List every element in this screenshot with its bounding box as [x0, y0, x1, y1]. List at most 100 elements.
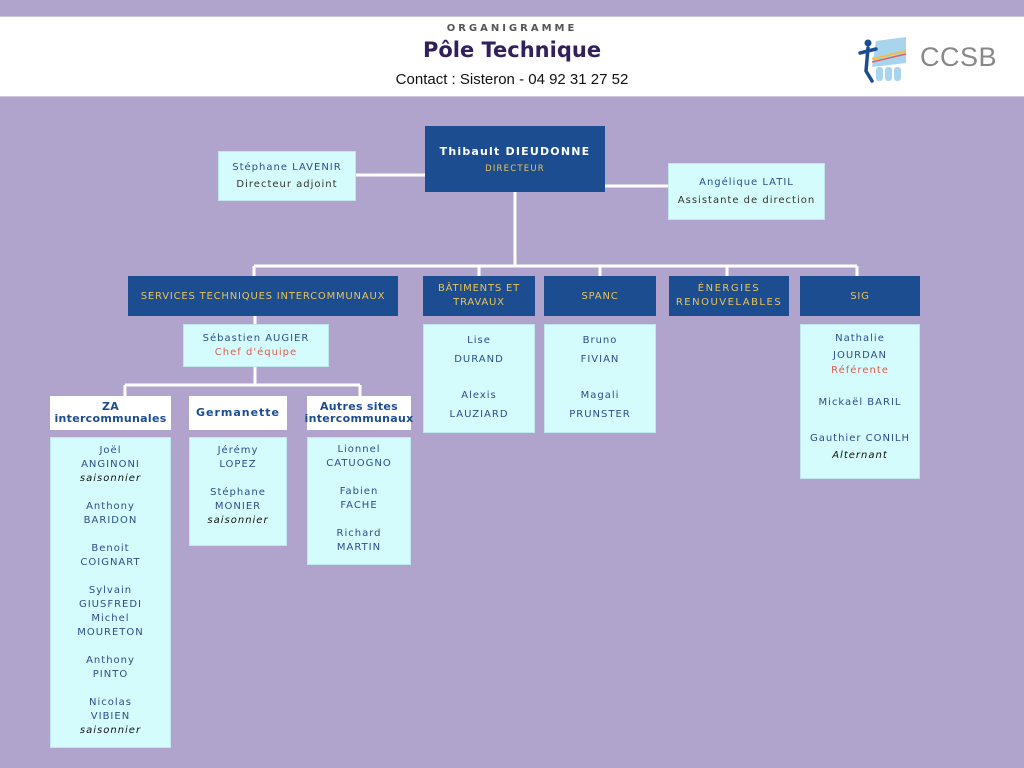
director-name: Thibault DIEUDONNE: [439, 144, 591, 158]
assistant-box: Angélique LATIL Assistante de direction: [668, 163, 825, 220]
staff-member: Alexis LAUZIARD: [449, 386, 508, 424]
staff-first-name: Nathalie: [835, 333, 885, 344]
site-za-intercommunales: ZA intercommunales: [50, 396, 171, 430]
dept-sig: SIG: [800, 276, 920, 316]
director-box: Thibault DIEUDONNE DIRECTEUR: [425, 126, 605, 192]
logo-text: CCSB: [920, 42, 998, 72]
staff-note: saisonnier: [207, 515, 269, 526]
staff-last-name: LAUZIARD: [449, 409, 509, 420]
team-lead-role: Chef d'équipe: [214, 346, 298, 358]
staff-first-name: Joël: [99, 445, 122, 456]
staff-germanette-card: Jérémy LOPEZ Stéphane MONIER saisonnier: [189, 437, 287, 546]
deputy-box: Stéphane LAVENIR Directeur adjoint: [218, 151, 356, 201]
staff-note: Alternant: [832, 450, 888, 461]
dept-label-line: ÉNERGIES: [697, 283, 761, 294]
staff-last-name: FACHE: [340, 500, 378, 511]
assistant-role: Assistante de direction: [677, 194, 816, 206]
assistant-name: Angélique LATIL: [699, 176, 794, 188]
staff-member: Sylvain GIUSFREDI: [79, 584, 142, 612]
dept-label: SIG: [850, 290, 870, 302]
staff-first-name: Magali: [580, 390, 620, 401]
page-title: Pôle Technique: [422, 38, 602, 62]
staff-first-name: Lionnel: [337, 444, 381, 455]
deputy-role: Directeur adjoint: [236, 179, 338, 190]
staff-name: Gauthier CONILH: [809, 433, 911, 444]
site-label-line: intercommunales: [54, 412, 167, 425]
staff-first-name: Anthony: [86, 501, 135, 512]
staff-first-name: Nicolas: [88, 697, 132, 708]
staff-last-name: FIVIAN: [580, 354, 620, 365]
dept-spanc: SPANC: [544, 276, 656, 316]
site-germanette: Germanette: [189, 396, 287, 430]
deputy-name: Stéphane LAVENIR: [232, 162, 342, 173]
dept-label-line: RENOUVELABLES: [675, 297, 783, 308]
staff-autres-card: Lionnel CATUOGNO Fabien FACHE Richard MA…: [307, 437, 411, 565]
page-header: ORGANIGRAMME Pôle Technique Contact : Si…: [0, 16, 1024, 97]
staff-member: Magali PRUNSTER: [569, 386, 631, 424]
staff-first-name: Jérémy: [217, 445, 259, 456]
dept-label-line: TRAVAUX: [453, 297, 505, 308]
staff-first-name: Benoit: [91, 543, 130, 554]
staff-member: Anthony PINTO: [86, 654, 135, 682]
staff-member: Lise DURAND: [454, 331, 504, 369]
site-label: Germanette: [195, 406, 281, 419]
staff-name: Mickaël BARIL: [818, 397, 902, 408]
staff-member: Joël ANGINONI saisonnier: [80, 444, 141, 486]
director-role: DIRECTEUR: [485, 163, 545, 174]
staff-role: Référente: [831, 365, 889, 376]
staff-first-name: Fabien: [339, 486, 379, 497]
staff-member: Gauthier CONILH Alternant: [810, 430, 910, 464]
staff-last-name: COIGNART: [80, 557, 141, 568]
staff-first-name: Lise: [467, 335, 491, 346]
staff-first-name: Alexis: [461, 390, 497, 401]
staff-first-name: Sylvain: [88, 585, 133, 596]
staff-last-name: PRUNSTER: [569, 409, 631, 420]
contact-line: Contact : Sisteron - 04 92 31 27 52: [395, 71, 629, 88]
team-lead-name: Sébastien AUGIER: [202, 332, 310, 344]
dept-label: SERVICES TECHNIQUES INTERCOMMUNAUX: [140, 290, 386, 302]
staff-last-name: MOURETON: [77, 627, 144, 638]
staff-member: Nicolas VIBIEN saisonnier: [80, 696, 141, 738]
staff-last-name: VIBIEN: [90, 711, 131, 722]
dept-label: SPANC: [581, 290, 619, 302]
ccsb-logo: CCSB: [858, 37, 998, 83]
staff-member: Benoit COIGNART: [80, 542, 140, 570]
site-label-line: intercommunaux: [304, 412, 414, 425]
site-autres-sites: Autres sites intercommunaux: [304, 396, 414, 430]
staff-first-name: Michel: [91, 613, 130, 624]
site-label-line: Autres sites: [319, 400, 399, 413]
staff-note: saisonnier: [79, 473, 142, 484]
site-label-line: ZA: [101, 400, 120, 413]
staff-last-name: PINTO: [92, 669, 129, 680]
staff-member: Stéphane MONIER saisonnier: [207, 486, 268, 528]
staff-last-name: ANGINONI: [81, 459, 140, 470]
staff-sig-card: Nathalie JOURDAN Référente Mickaël BARIL…: [800, 324, 920, 479]
staff-member: Mickaël BARIL: [819, 394, 902, 411]
staff-member: Fabien FACHE: [340, 485, 379, 513]
staff-first-name: Stéphane: [210, 487, 266, 498]
dept-services-techniques: SERVICES TECHNIQUES INTERCOMMUNAUX: [128, 276, 398, 316]
team-lead-box: Sébastien AUGIER Chef d'équipe: [183, 324, 329, 367]
staff-last-name: GIUSFREDI: [78, 599, 143, 610]
staff-member: Bruno FIVIAN: [581, 331, 620, 369]
staff-batiments-card: Lise DURAND Alexis LAUZIARD: [423, 324, 535, 433]
staff-last-name: DURAND: [454, 354, 504, 365]
staff-last-name: LOPEZ: [219, 459, 257, 470]
staff-first-name: Bruno: [582, 335, 618, 346]
staff-spanc-card: Bruno FIVIAN Magali PRUNSTER: [544, 324, 656, 433]
staff-member: Nathalie JOURDAN Référente: [831, 330, 889, 378]
dept-batiments-travaux: BÂTIMENTS ET TRAVAUX: [423, 276, 535, 316]
ccsb-emblem-icon: [858, 37, 907, 83]
staff-last-name: MARTIN: [336, 542, 382, 553]
staff-member: Richard MARTIN: [337, 527, 382, 555]
staff-note: saisonnier: [79, 725, 142, 736]
staff-last-name: CATUOGNO: [326, 458, 392, 469]
staff-last-name: JOURDAN: [833, 350, 887, 361]
staff-member: Anthony BARIDON: [84, 500, 138, 528]
staff-first-name: Anthony: [86, 655, 135, 666]
staff-first-name: Richard: [336, 528, 382, 539]
staff-za-card: Joël ANGINONI saisonnier Anthony BARIDON…: [50, 437, 171, 748]
staff-last-name: MONIER: [214, 501, 262, 512]
staff-member: Michel MOURETON: [77, 612, 144, 640]
dept-energies-renouvelables: ÉNERGIES RENOUVELABLES: [669, 276, 789, 316]
